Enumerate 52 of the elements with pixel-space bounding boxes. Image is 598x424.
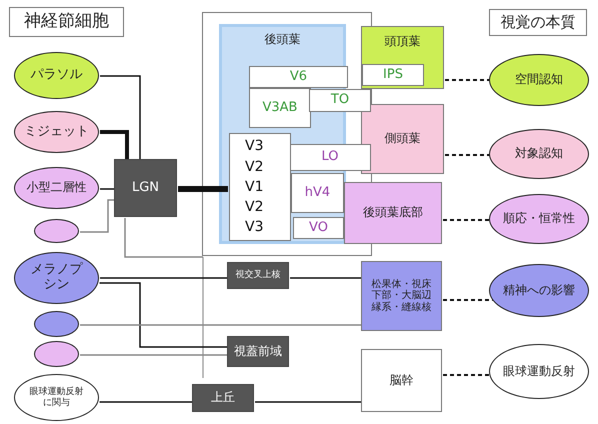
function-ellipse: 空間認知 — [489, 54, 589, 106]
lobe-region: 後頭葉底部 — [344, 182, 442, 244]
cell-ellipse: 眼球運動反射に関与 — [14, 374, 99, 421]
connector-line — [290, 277, 362, 279]
cell-ellipse — [34, 219, 79, 243]
area-box: VO — [293, 217, 344, 239]
connector-line — [100, 188, 115, 190]
nucleus-box: 視交叉上核 — [227, 262, 289, 289]
area-box: LO — [289, 144, 371, 171]
lobe-region: 側頭葉 — [361, 104, 444, 174]
connector-line — [124, 218, 203, 258]
cell-ellipse: 小型二層性 — [14, 167, 99, 209]
area-box: IPS — [362, 64, 424, 86]
region-heading: 後頭葉 — [264, 33, 300, 47]
cell-ellipse — [34, 311, 79, 337]
connector-line — [255, 401, 362, 403]
dashed-connector — [443, 299, 493, 301]
connector-line — [80, 199, 115, 233]
dashed-connector — [445, 79, 490, 81]
area-box: hV4 — [291, 173, 344, 213]
function-ellipse: 対象認知 — [489, 129, 589, 179]
connector-line — [80, 354, 228, 356]
function-ellipse: 眼球運動反射 — [489, 344, 589, 399]
nucleus-box: 視蓋前域 — [227, 336, 289, 367]
heading-box: 神経節細胞 — [9, 7, 124, 37]
area-box: V3 V2 V1 V2 V3 — [229, 133, 291, 241]
connector-line — [100, 75, 141, 160]
area-box: TO — [309, 89, 371, 112]
function-ellipse: 精神への影響 — [489, 264, 589, 317]
cell-ellipse: ミジェット — [14, 111, 99, 153]
target-box: 脳幹 — [361, 349, 442, 412]
heading-box: 視覚の本質 — [489, 9, 587, 36]
cell-ellipse: パラソル — [14, 52, 99, 99]
lobe-region — [361, 26, 444, 89]
function-ellipse: 順応・恒常性 — [489, 194, 589, 244]
nucleus-box: LGN — [114, 159, 177, 217]
connector-line — [100, 282, 228, 348]
target-box: 松果体・視床下部・大脳辺縁系・縫線核 — [361, 261, 442, 331]
area-box: V3AB — [249, 88, 311, 128]
connector-line — [100, 401, 193, 403]
connector-line — [100, 130, 129, 160]
dashed-connector — [445, 154, 490, 156]
cell-ellipse: メラノプシン — [14, 252, 99, 304]
cell-ellipse — [34, 341, 79, 367]
dashed-connector — [443, 219, 490, 221]
connector-line — [100, 277, 228, 279]
dashed-connector — [443, 374, 490, 376]
connector-line — [80, 324, 362, 326]
region-heading: 頭頂葉 — [384, 35, 420, 49]
connector-line — [178, 186, 228, 192]
area-box: V6 — [249, 66, 348, 88]
nucleus-box: 上丘 — [192, 384, 254, 412]
